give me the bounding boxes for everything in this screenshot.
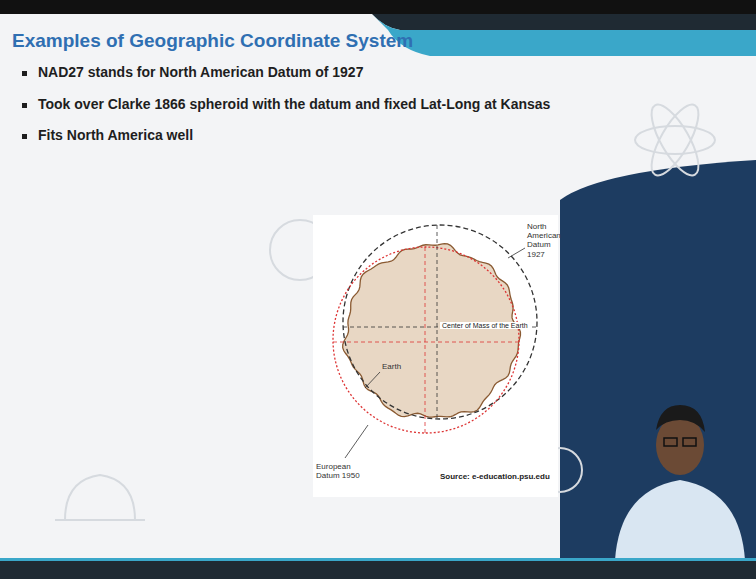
leader-line bbox=[508, 248, 525, 258]
ed50-ellipsoid bbox=[333, 247, 519, 433]
datum-label: European Datum 1950 bbox=[316, 462, 361, 480]
source-note: Source: e-education.psu.edu bbox=[440, 472, 550, 481]
earth-label: Earth bbox=[382, 362, 401, 371]
leader-line bbox=[345, 425, 368, 458]
datum-figure bbox=[333, 225, 537, 458]
bullet-text: NAD27 stands for North American Datum of… bbox=[38, 64, 363, 80]
nad27-axis bbox=[437, 225, 438, 420]
nad27-ellipsoid bbox=[343, 225, 537, 419]
bullet-marks bbox=[22, 71, 27, 139]
ed50-axis bbox=[333, 342, 519, 343]
ed50-axis bbox=[425, 247, 426, 433]
bottom-bar bbox=[0, 560, 756, 579]
datum-label: North American Datum 1927 bbox=[527, 222, 557, 259]
bottom-line bbox=[0, 558, 756, 561]
presenter bbox=[615, 405, 745, 560]
bullet-text: Took over Clarke 1866 spheroid with the … bbox=[38, 96, 550, 112]
slide-title: Examples of Geographic Coordinate System bbox=[12, 30, 413, 52]
faint-icons bbox=[55, 98, 715, 520]
earth-shape bbox=[343, 244, 521, 418]
presenter-panel bbox=[560, 160, 756, 579]
figure-panel bbox=[313, 215, 558, 497]
header-band bbox=[0, 14, 756, 30]
top-strip bbox=[0, 0, 756, 14]
bullet-text: Fits North America well bbox=[38, 127, 193, 143]
header-tab bbox=[372, 14, 756, 56]
leader-line bbox=[365, 372, 380, 388]
center-label: Center of Mass of the Earth bbox=[440, 322, 530, 329]
